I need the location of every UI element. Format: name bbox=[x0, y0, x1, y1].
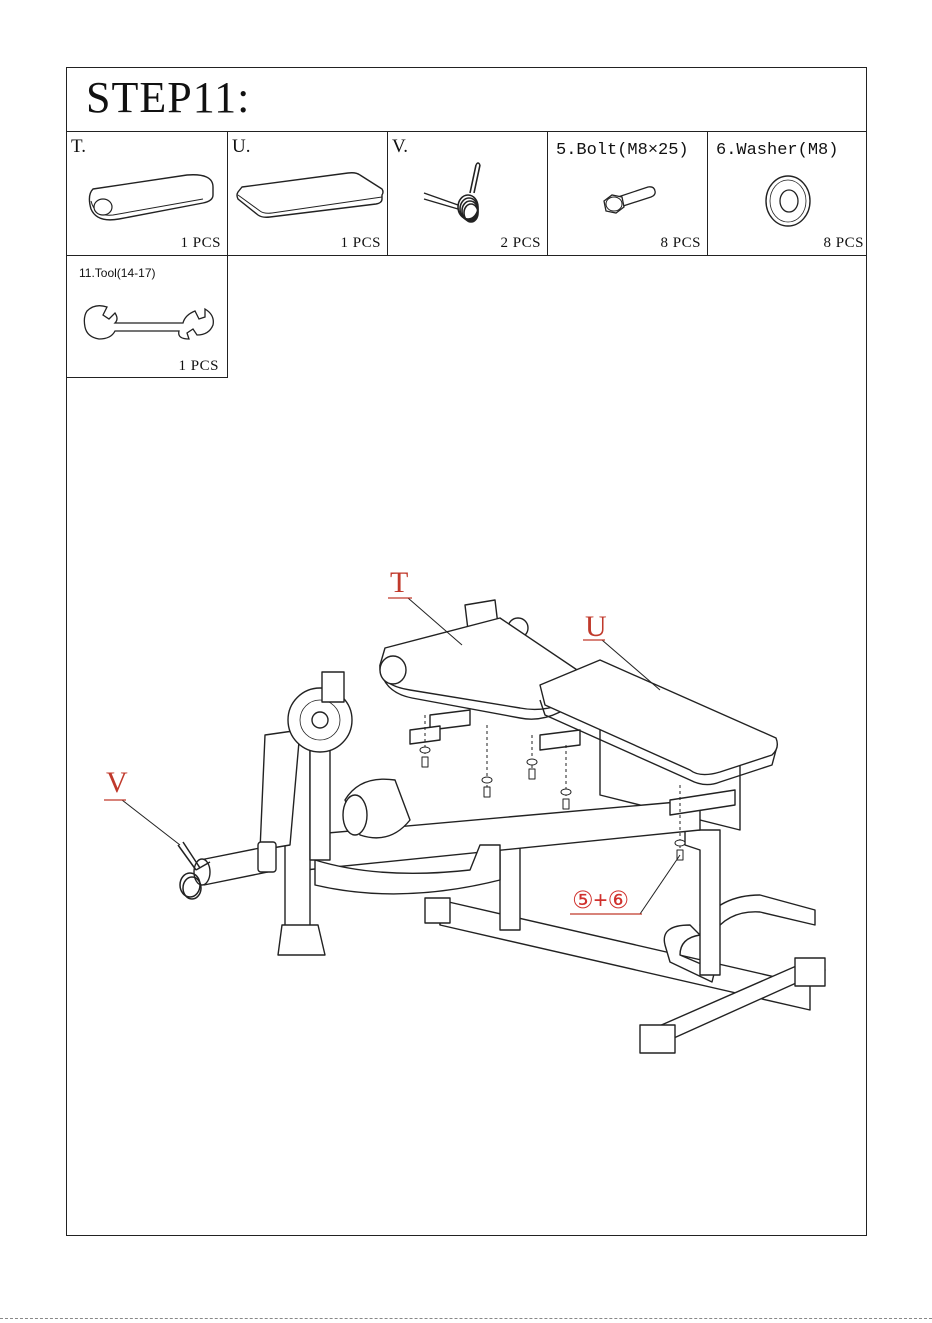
washer-icon bbox=[762, 173, 814, 229]
wrench-icon bbox=[81, 301, 217, 345]
part-cell-washer: 6.Washer(M8) 8 PCS bbox=[708, 131, 866, 255]
seat-pad-u-icon bbox=[232, 165, 386, 225]
page-edge-rule bbox=[0, 1318, 932, 1319]
instruction-sheet: STEP11: T. 1 PCS U. 1 PCS V. bbox=[66, 67, 867, 1236]
part-cell-u: U. 1 PCS bbox=[228, 131, 388, 255]
part-label: 6.Washer(M8) bbox=[716, 141, 838, 160]
callout-u: U bbox=[585, 612, 607, 642]
part-qty: 8 PCS bbox=[661, 235, 701, 252]
part-label: 5.Bolt(M8×25) bbox=[556, 141, 689, 160]
seat-pad-t-icon bbox=[79, 161, 219, 231]
part-qty: 2 PCS bbox=[501, 235, 541, 252]
callout-t: T bbox=[390, 568, 408, 598]
part-qty: 1 PCS bbox=[181, 235, 221, 252]
title-row: STEP11: bbox=[67, 68, 866, 132]
part-cell-bolt: 5.Bolt(M8×25) 8 PCS bbox=[548, 131, 708, 255]
part-cell-v: V. 2 PCS bbox=[388, 131, 548, 255]
callout-fasteners: ⑤+⑥ bbox=[572, 889, 629, 913]
tool-label: 11.Tool(14-17) bbox=[79, 266, 156, 280]
spring-collar-icon bbox=[418, 159, 518, 231]
part-qty: 1 PCS bbox=[179, 358, 219, 375]
part-qty: 8 PCS bbox=[824, 235, 864, 252]
step-title: STEP11: bbox=[86, 76, 250, 120]
part-cell-t: T. 1 PCS bbox=[67, 131, 228, 255]
callout-v: V bbox=[106, 768, 128, 798]
part-label: V. bbox=[392, 136, 408, 158]
part-label: T. bbox=[71, 136, 86, 158]
part-qty: 1 PCS bbox=[341, 235, 381, 252]
bolt-icon bbox=[598, 183, 658, 223]
parts-row: T. 1 PCS U. 1 PCS V. bbox=[67, 131, 866, 256]
part-label: U. bbox=[232, 136, 250, 158]
part-cell-tool: 11.Tool(14-17) 1 PCS bbox=[67, 255, 228, 378]
